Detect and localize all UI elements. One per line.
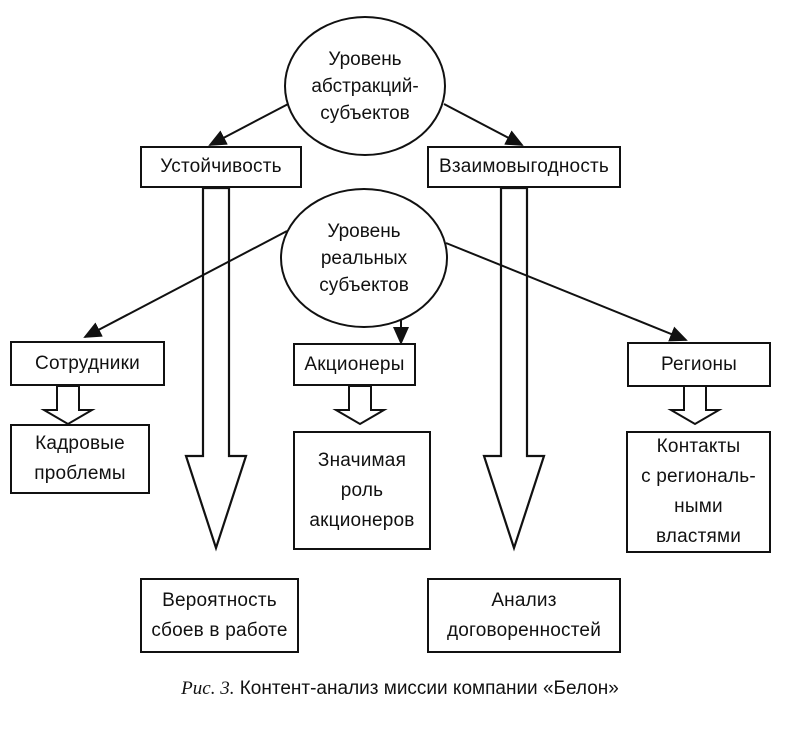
abstract-level-oval: Уровень абстракций- субъектов <box>284 16 446 156</box>
mutual-benefit-long-arrow <box>482 186 546 552</box>
shareholders-small-arrow <box>332 385 388 426</box>
stability-long-arrow <box>184 186 248 552</box>
shareholders-box: Акционеры <box>293 343 416 386</box>
employees-box: Сотрудники <box>10 341 165 386</box>
failure-probability-box: Вероятность сбоев в работе <box>140 578 299 653</box>
regions-small-arrow <box>667 385 723 426</box>
regional-contacts-box: Контакты с региональ- ными властями <box>626 431 771 553</box>
real-level-oval: Уровень реальных субъектов <box>280 188 448 328</box>
connector-real-to-employees <box>83 230 288 338</box>
agreements-analysis-box: Анализ договоренностей <box>427 578 621 653</box>
shareholders-role-box: Значимая роль акционеров <box>293 431 431 550</box>
regions-box: Регионы <box>627 342 771 387</box>
employees-small-arrow <box>40 385 96 426</box>
caption-text: Контент-анализ миссии компании «Белон» <box>234 678 619 699</box>
connector-real-to-regions <box>445 242 688 342</box>
caption-prefix: Рис. 3. <box>181 678 235 699</box>
connector-top-to-mutual-benefit <box>443 103 524 146</box>
hr-problems-box: Кадровые проблемы <box>10 424 150 494</box>
connector-top-to-stability <box>208 101 293 146</box>
stability-box: Устойчивость <box>140 146 302 188</box>
mutual-benefit-box: Взаимовыгодность <box>427 146 621 188</box>
figure-caption: Рис. 3. Контент-анализ миссии компании «… <box>0 678 800 700</box>
